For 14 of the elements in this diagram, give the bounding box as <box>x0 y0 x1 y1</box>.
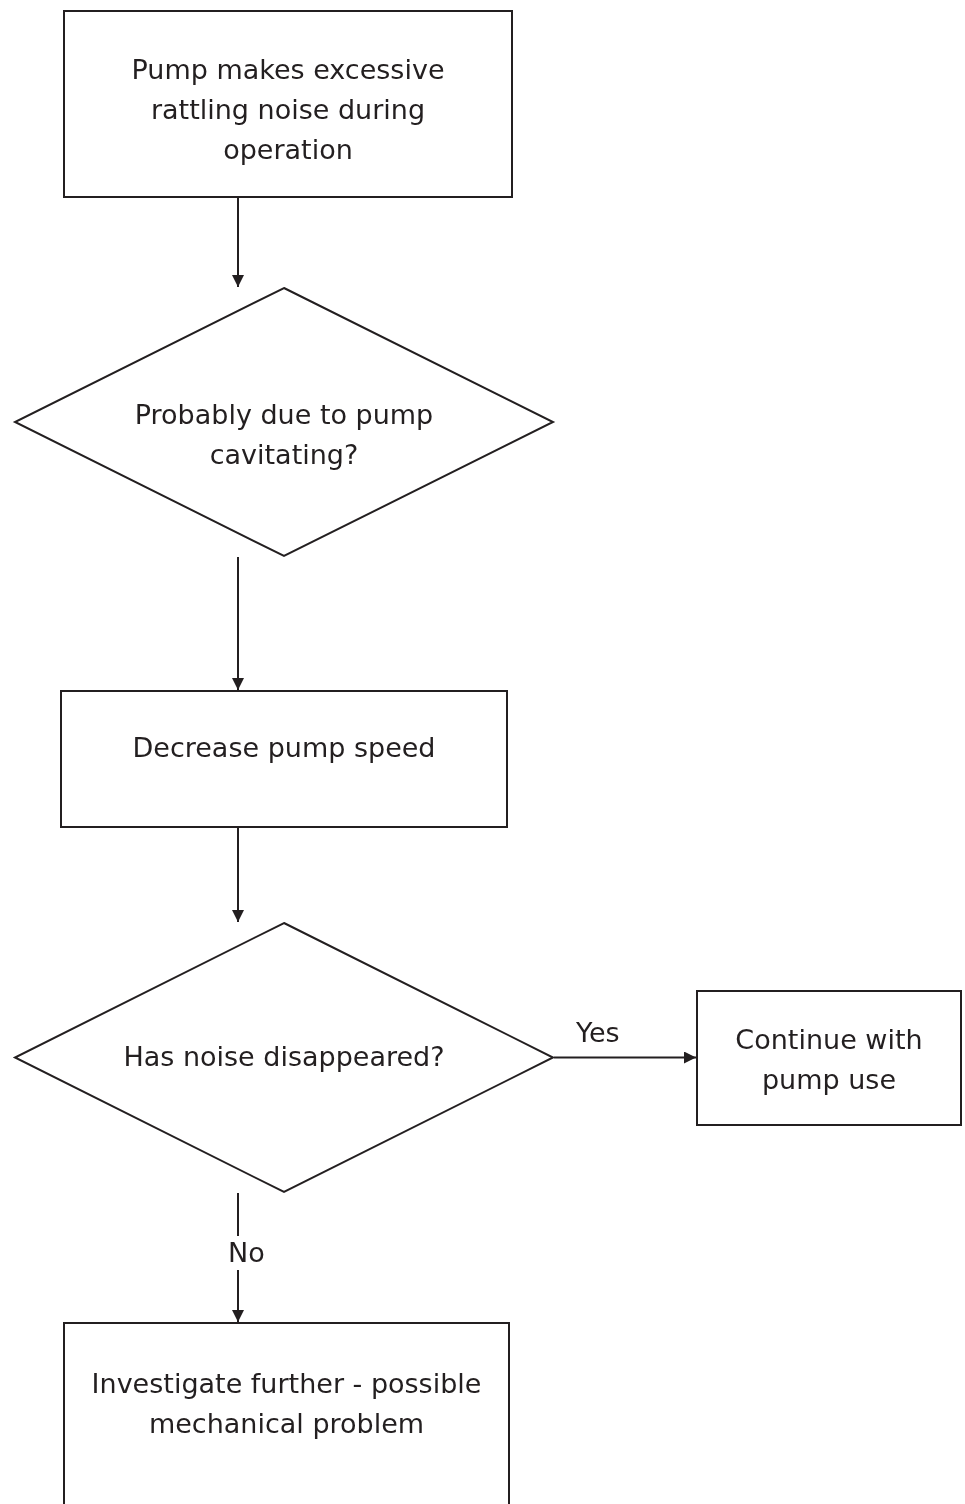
node-text: Continue with pump use <box>734 1023 924 1097</box>
process-box <box>63 1322 510 1504</box>
arrow <box>232 556 244 691</box>
process-box <box>60 690 508 828</box>
node-text: Investigate further - possible mechanical problem <box>90 1367 483 1441</box>
arrow <box>553 1051 697 1064</box>
end-box <box>696 990 962 1126</box>
node-text: Probably due to pump cavitating? <box>133 398 435 472</box>
arrow <box>232 197 244 288</box>
start-box <box>63 10 513 198</box>
node-text: Decrease pump speed <box>132 731 436 765</box>
node-text: Pump makes excessive rattling noise during operation <box>130 53 446 167</box>
node-text: Has noise disappeared? <box>123 1040 445 1074</box>
arrow <box>232 827 244 923</box>
